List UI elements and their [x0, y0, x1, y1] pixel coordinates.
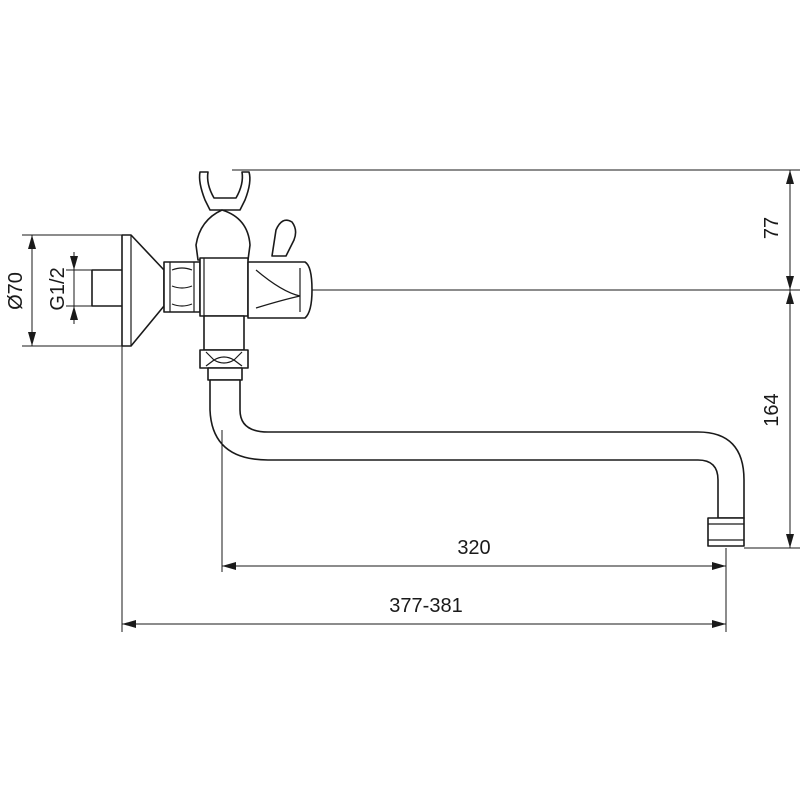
- valve-body: [199, 257, 249, 317]
- faucet-assembly: [91, 171, 745, 547]
- handset-holder-hook: [198, 171, 251, 211]
- label-overall-length: 377-381: [389, 595, 462, 617]
- lower-body: [203, 315, 245, 351]
- spout-tube: [209, 379, 745, 519]
- inlet-thread-stub: [91, 269, 125, 307]
- label-spout-reach: 320: [457, 537, 490, 559]
- diverter-lever: [271, 219, 297, 257]
- dimension-labels: Ø70 G1/2 77 164 320 377-381: [5, 217, 783, 617]
- label-handset-height: 77: [761, 217, 783, 239]
- label-spout-height: 164: [761, 393, 783, 426]
- aerator: [707, 517, 745, 547]
- label-thread-size: G1/2: [47, 267, 69, 310]
- spout-collar: [207, 367, 243, 381]
- wall-flange: [121, 234, 165, 347]
- dimension-lines: [22, 169, 800, 632]
- diverter-dome: [195, 209, 251, 261]
- spout-union-nut: [199, 349, 249, 369]
- label-flange-diameter: Ø70: [5, 272, 27, 310]
- tap-handle: [247, 261, 313, 319]
